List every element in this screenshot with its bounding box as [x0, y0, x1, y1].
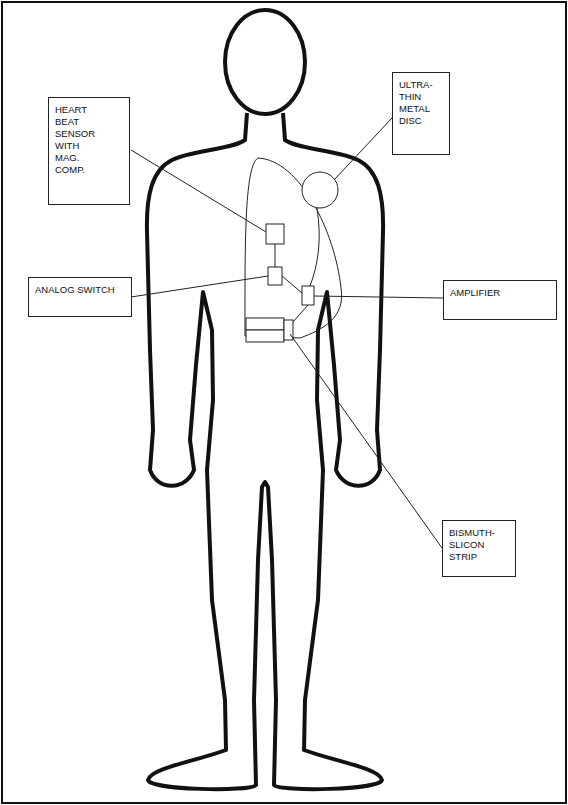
wires: [275, 208, 319, 322]
amplifier-label: AMPLIFIER: [443, 280, 557, 320]
switch-label: ANALOG SWITCH: [28, 277, 132, 317]
strip-label: BISMUTH-SLICON STRIP: [442, 520, 516, 577]
body-outline: [147, 10, 383, 789]
label-text: AMPLIFIER: [450, 287, 550, 299]
label-text: BISMUTH-SLICON STRIP: [449, 527, 505, 563]
label-text: ULTRA-THIN METAL DISC: [399, 79, 443, 127]
leader-lines: [131, 118, 443, 548]
disc-label: ULTRA-THIN METAL DISC: [392, 72, 450, 155]
sensor-label: HEART BEAT SENSOR WITH MAG. COMP.: [48, 97, 130, 205]
chest-region: [245, 158, 342, 338]
label-text: HEART BEAT SENSOR WITH MAG. COMP.: [55, 104, 103, 176]
label-text: ANALOG SWITCH: [35, 284, 125, 296]
implant-parts: [246, 172, 338, 342]
